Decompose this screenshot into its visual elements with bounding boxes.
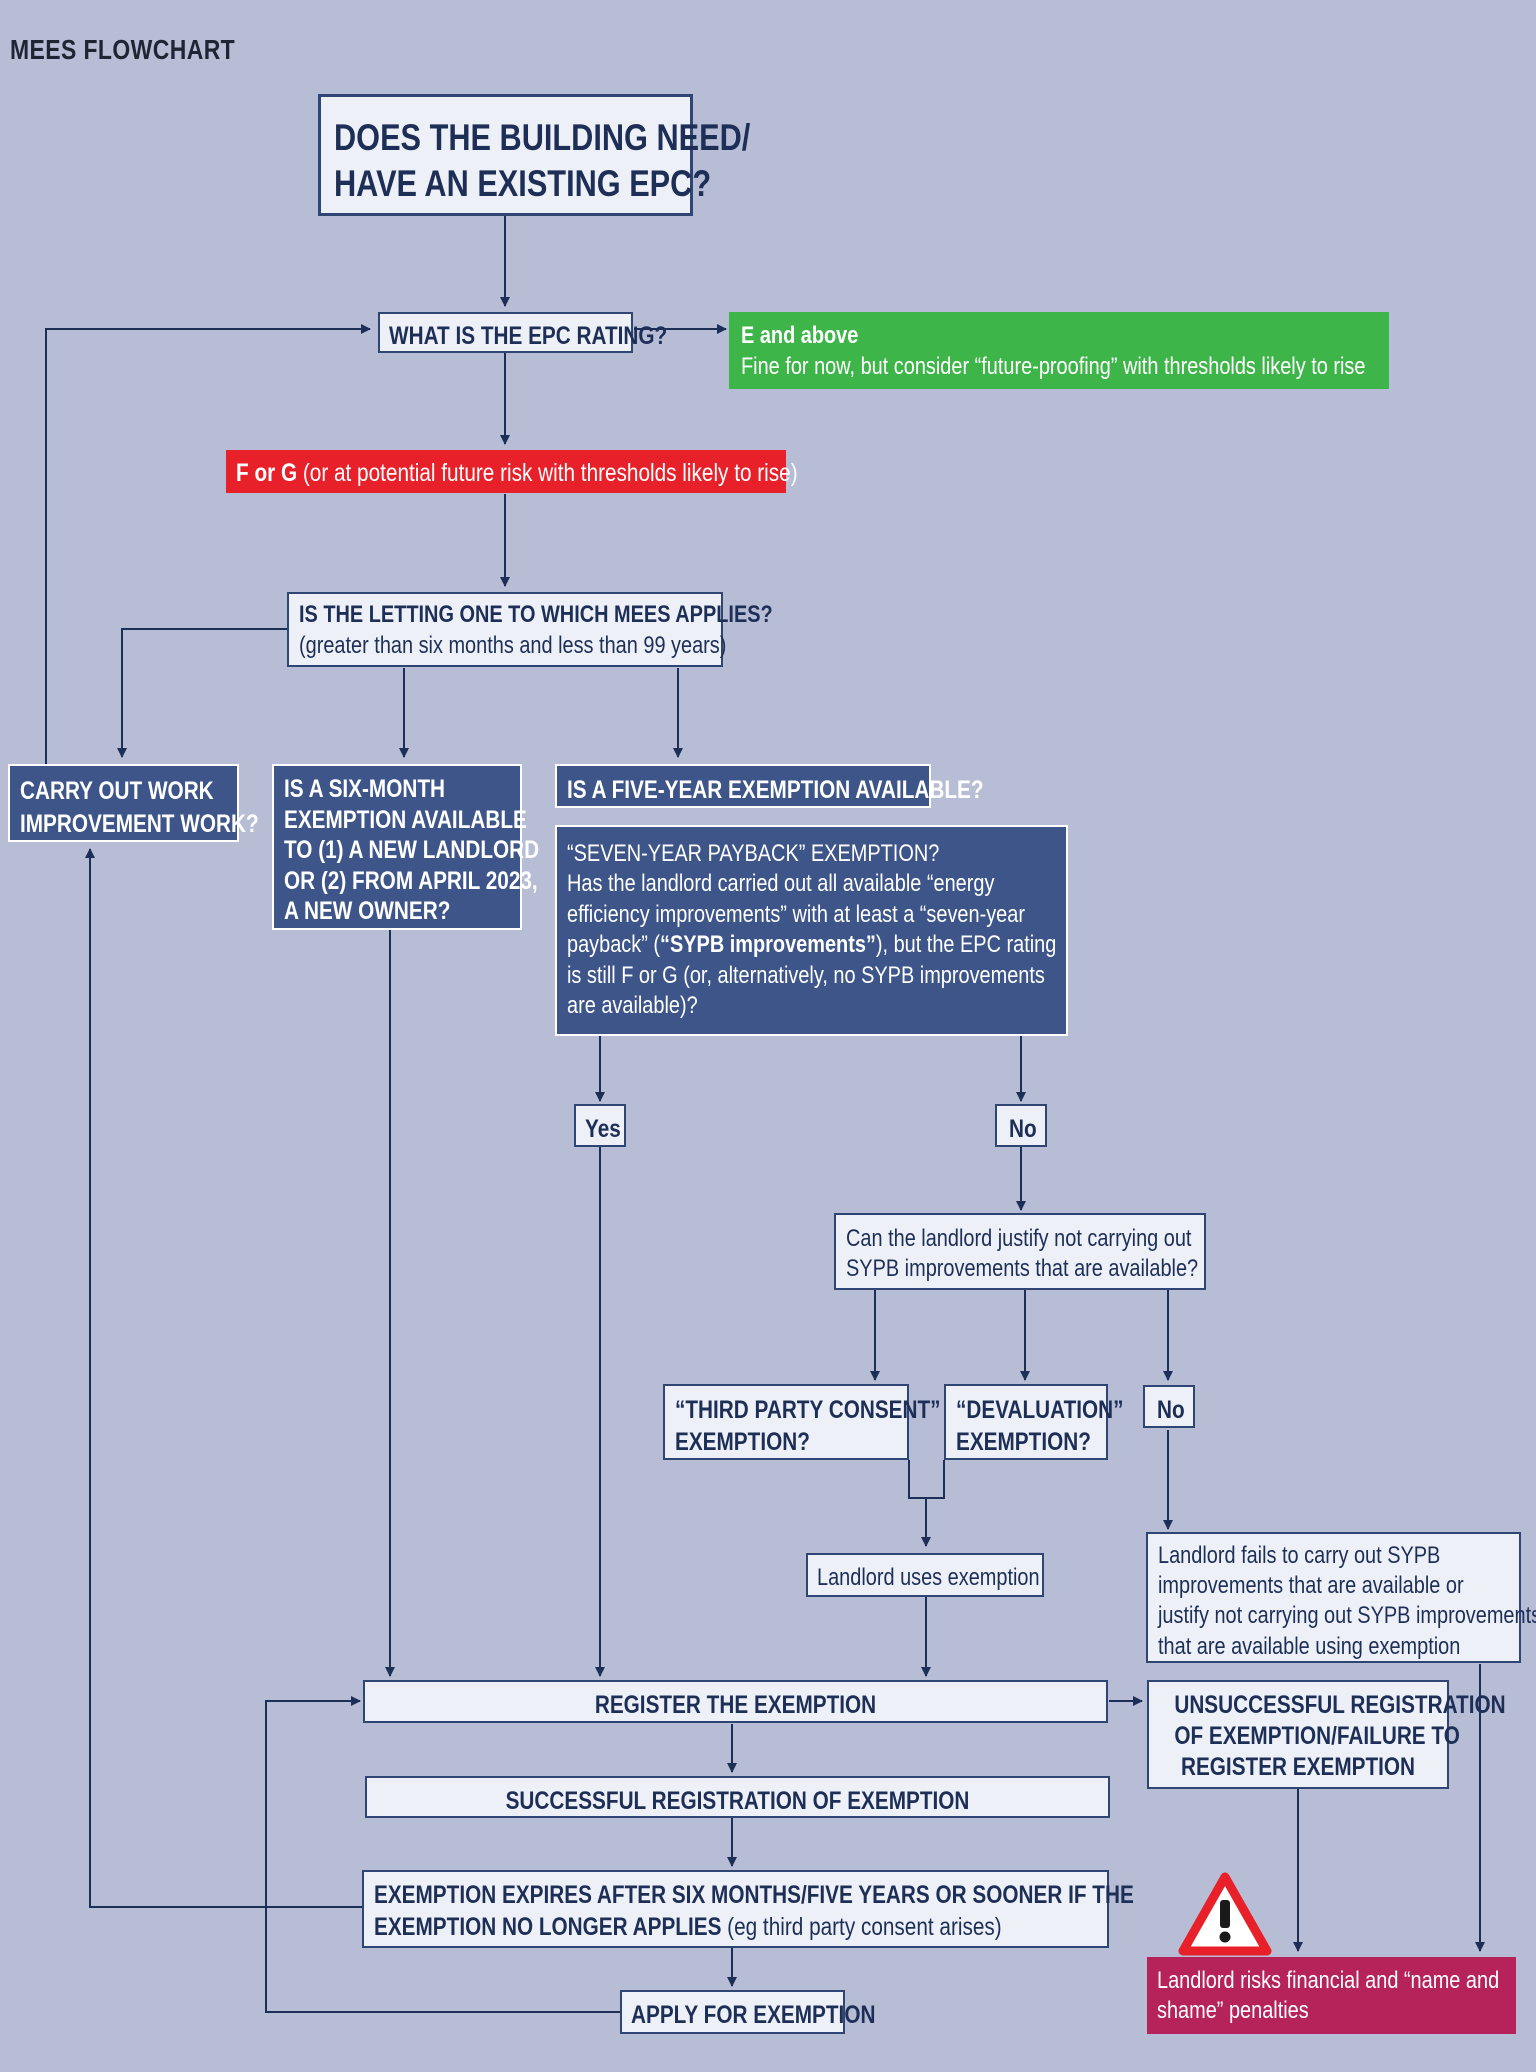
node-apply: APPLY FOR EXEMPTION bbox=[620, 1990, 876, 2034]
node-fails-line3: justify not carrying out SYPB improvemen… bbox=[1158, 1602, 1536, 1630]
node-f-or-g-heading: F or G bbox=[236, 459, 298, 487]
arrow-apply-loop-to-register bbox=[265, 1696, 620, 2013]
node-justify-line2: SYPB improvements that are available? bbox=[846, 1255, 1199, 1283]
node-justify-line1: Can the landlord justify not carrying ou… bbox=[846, 1225, 1192, 1252]
node-fails-line2: improvements that are available or bbox=[1158, 1572, 1464, 1600]
page-title: MEES FLOWCHART bbox=[10, 34, 236, 65]
node-fails: Landlord fails to carry out SYPB improve… bbox=[1146, 1532, 1536, 1663]
node-fails-line1: Landlord fails to carry out SYPB bbox=[1158, 1542, 1441, 1569]
node-seven-year-line3a: payback” ( bbox=[567, 931, 660, 959]
node-no-2-label: No bbox=[1157, 1396, 1185, 1424]
node-carry-out-work-line2: IMPROVEMENT WORK? bbox=[20, 809, 259, 838]
node-justify: Can the landlord justify not carrying ou… bbox=[834, 1213, 1206, 1290]
node-no-2: No bbox=[1143, 1385, 1195, 1428]
arrow-carry-loop-to-rating bbox=[45, 324, 371, 766]
node-seven-year-heading: “SEVEN-YEAR PAYBACK” EXEMPTION? bbox=[567, 840, 940, 867]
node-carry-out-work-line1: CARRY OUT WORK bbox=[20, 777, 214, 805]
node-epc-needed: DOES THE BUILDING NEED/ HAVE AN EXISTING… bbox=[318, 94, 751, 216]
node-seven-year-line1: Has the landlord carried out all availab… bbox=[567, 870, 995, 898]
node-letting-mees-note: (greater than six months and less than 9… bbox=[299, 632, 727, 660]
node-successful-label: SUCCESSFUL REGISTRATION OF EXEMPTION bbox=[505, 1787, 970, 1815]
node-third-party-line1: “THIRD PARTY CONSENT” bbox=[675, 1396, 941, 1424]
node-letting-mees: IS THE LETTING ONE TO WHICH MEES APPLIES… bbox=[287, 592, 773, 667]
node-third-party-line2: EXEMPTION? bbox=[675, 1427, 810, 1456]
node-seven-year: “SEVEN-YEAR PAYBACK” EXEMPTION? Has the … bbox=[555, 825, 1068, 1036]
node-expires-line2a: EXEMPTION NO LONGER APPLIES bbox=[374, 1912, 728, 1941]
node-e-and-above-text: Fine for now, but consider “future-proof… bbox=[741, 352, 1366, 380]
node-no-1-label: No bbox=[1009, 1115, 1037, 1143]
node-epc-rating: WHAT IS THE EPC RATING? bbox=[378, 312, 668, 353]
node-devaluation: “DEVALUATION” EXEMPTION? bbox=[944, 1384, 1124, 1460]
node-uses-exemption-label: Landlord uses exemption bbox=[817, 1564, 1040, 1591]
node-six-month-line1: IS A SIX-MONTH bbox=[284, 775, 446, 803]
node-letting-mees-question: IS THE LETTING ONE TO WHICH MEES APPLIES… bbox=[299, 601, 773, 628]
node-expires-line2b: (eg third party consent arises) bbox=[727, 1912, 1002, 1941]
node-epc-needed-line2: HAVE AN EXISTING EPC? bbox=[334, 162, 712, 204]
node-no-1: No bbox=[995, 1104, 1047, 1147]
node-register: REGISTER THE EXEMPTION bbox=[363, 1680, 1108, 1723]
node-f-or-g: F or G (or at potential future risk with… bbox=[226, 450, 798, 493]
merge-third-deval bbox=[908, 1460, 945, 1499]
warning-triangle-icon bbox=[1178, 1872, 1272, 1956]
node-e-and-above-heading: E and above bbox=[741, 322, 859, 349]
node-f-or-g-text: (or at potential future risk with thresh… bbox=[302, 459, 798, 487]
arrow-letting-to-carry bbox=[117, 628, 287, 758]
node-uses-exemption: Landlord uses exemption bbox=[806, 1553, 1044, 1597]
node-successful: SUCCESSFUL REGISTRATION OF EXEMPTION bbox=[365, 1776, 1110, 1818]
node-expires-line1: EXEMPTION EXPIRES AFTER SIX MONTHS/FIVE … bbox=[374, 1881, 1134, 1909]
node-yes-label: Yes bbox=[585, 1115, 621, 1143]
node-seven-year-line4: is still F or G (or, alternatively, no S… bbox=[567, 961, 1045, 989]
node-seven-year-line3c: ), but the EPC rating bbox=[875, 931, 1057, 959]
node-seven-year-line5: are available)? bbox=[567, 992, 698, 1020]
node-unsuccessful: UNSUCCESSFUL REGISTRATION OF EXEMPTION/F… bbox=[1147, 1680, 1506, 1789]
node-apply-label: APPLY FOR EXEMPTION bbox=[631, 2001, 876, 2029]
node-unsuccessful-line3: REGISTER EXEMPTION bbox=[1180, 1753, 1416, 1781]
node-six-month-line5: A NEW OWNER? bbox=[284, 897, 451, 925]
node-fails-line4: that are available using exemption bbox=[1158, 1632, 1461, 1660]
node-five-year-label: IS A FIVE-YEAR EXEMPTION AVAILABLE? bbox=[567, 776, 984, 804]
node-penalties: Landlord risks financial and “name and s… bbox=[1147, 1957, 1516, 2034]
node-yes: Yes bbox=[574, 1104, 626, 1147]
node-six-month-line2: EXEMPTION AVAILABLE bbox=[284, 805, 527, 834]
node-unsuccessful-line2: OF EXEMPTION/FAILURE TO bbox=[1174, 1722, 1460, 1750]
node-seven-year-sypb: “SYPB improvements” bbox=[659, 931, 876, 959]
node-penalties-line1: Landlord risks financial and “name and bbox=[1157, 1967, 1500, 1994]
node-unsuccessful-line1: UNSUCCESSFUL REGISTRATION bbox=[1174, 1691, 1506, 1719]
node-devaluation-line2: EXEMPTION? bbox=[956, 1427, 1091, 1456]
node-six-month-line3: TO (1) A NEW LANDLORD bbox=[284, 836, 540, 864]
node-expires: EXEMPTION EXPIRES AFTER SIX MONTHS/FIVE … bbox=[362, 1870, 1134, 1948]
node-five-year: IS A FIVE-YEAR EXEMPTION AVAILABLE? bbox=[555, 764, 984, 808]
node-devaluation-line1: “DEVALUATION” bbox=[956, 1396, 1124, 1424]
node-six-month-line4: OR (2) FROM APRIL 2023, bbox=[284, 866, 538, 895]
node-carry-out-work: CARRY OUT WORK IMPROVEMENT WORK? bbox=[8, 764, 259, 842]
node-epc-needed-line1: DOES THE BUILDING NEED/ bbox=[334, 117, 751, 158]
node-epc-rating-label: WHAT IS THE EPC RATING? bbox=[389, 322, 668, 350]
node-six-month: IS A SIX-MONTH EXEMPTION AVAILABLE TO (1… bbox=[272, 764, 540, 930]
node-penalties-line2: shame” penalties bbox=[1157, 1997, 1309, 2025]
node-register-label: REGISTER THE EXEMPTION bbox=[594, 1691, 877, 1719]
node-third-party: “THIRD PARTY CONSENT” EXEMPTION? bbox=[663, 1384, 941, 1460]
arrow-expires-loop-to-carry bbox=[85, 848, 362, 1908]
node-e-and-above: E and above Fine for now, but consider “… bbox=[729, 312, 1389, 389]
node-seven-year-line2: efficiency improvements” with at least a… bbox=[567, 900, 1025, 928]
